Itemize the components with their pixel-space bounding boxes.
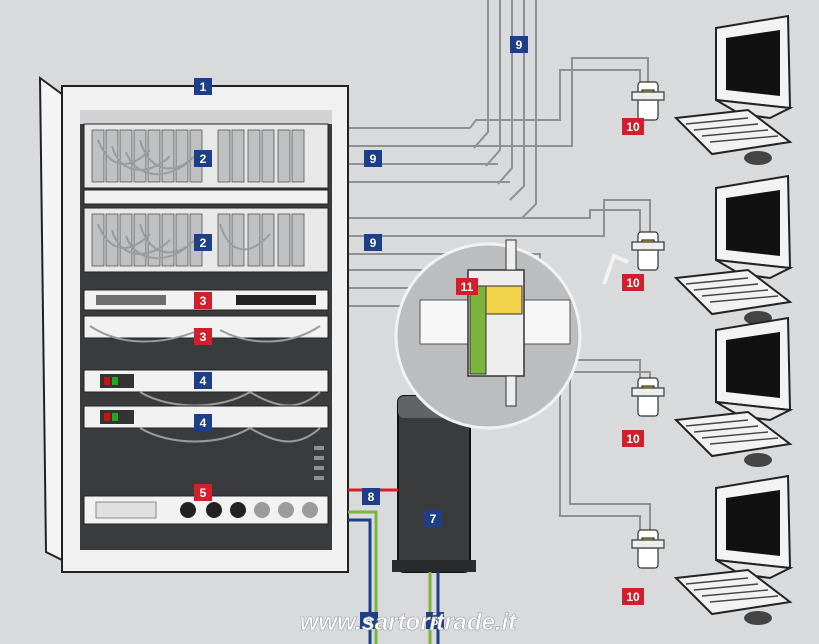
badge-11: 11	[456, 278, 478, 295]
svg-text:2: 2	[200, 236, 207, 250]
svg-text:9: 9	[370, 236, 377, 250]
svg-text:4: 4	[200, 374, 207, 388]
svg-text:2: 2	[200, 152, 207, 166]
svg-text:10: 10	[626, 120, 640, 134]
badge-2a: 2	[194, 150, 212, 167]
badge-2b: 2	[194, 234, 212, 251]
zoom-detail	[394, 239, 629, 430]
badge-3a: 3	[194, 292, 212, 309]
svg-text:5: 5	[200, 486, 207, 500]
badge-10b: 10	[622, 274, 644, 291]
ups-tower	[392, 395, 476, 573]
svg-text:6: 6	[366, 614, 373, 628]
computer-3	[673, 316, 794, 467]
svg-text:11: 11	[461, 280, 474, 294]
badge-5: 5	[194, 484, 212, 501]
computer-4	[673, 474, 794, 625]
badge-10d: 10	[622, 588, 644, 605]
badge-9a: 9	[510, 36, 528, 53]
badge-4a: 4	[194, 372, 212, 389]
computer-2	[673, 174, 794, 325]
badge-10c: 10	[622, 430, 644, 447]
patch-panel-2	[83, 207, 329, 273]
badge-4b: 4	[194, 414, 212, 431]
svg-text:8: 8	[368, 490, 375, 504]
svg-text:10: 10	[626, 590, 640, 604]
svg-text:6: 6	[432, 614, 439, 628]
switch-units	[83, 289, 329, 343]
badge-6b: 6	[426, 612, 444, 629]
svg-text:3: 3	[200, 330, 207, 344]
badge-7: 7	[424, 510, 442, 527]
svg-text:9: 9	[516, 38, 523, 52]
surge-protector-icon	[631, 81, 665, 569]
power-ground-lines	[348, 488, 440, 644]
svg-text:3: 3	[200, 294, 207, 308]
svg-text:7: 7	[430, 512, 437, 526]
svg-text:4: 4	[200, 416, 207, 430]
svg-text:1: 1	[200, 80, 207, 94]
badge-8: 8	[362, 488, 380, 505]
badge-9b: 9	[364, 150, 382, 167]
badge-10a: 10	[622, 118, 644, 135]
rack-side-vents	[314, 446, 324, 480]
computer-1	[673, 14, 794, 165]
svg-text:9: 9	[370, 152, 377, 166]
svg-text:10: 10	[626, 276, 640, 290]
badge-1: 1	[194, 78, 212, 95]
badge-9c: 9	[364, 234, 382, 251]
badge-6a: 6	[360, 612, 378, 629]
watermark-text: www.sartoritrade.it	[300, 609, 518, 636]
svg-text:10: 10	[626, 432, 640, 446]
badge-3b: 3	[194, 328, 212, 345]
